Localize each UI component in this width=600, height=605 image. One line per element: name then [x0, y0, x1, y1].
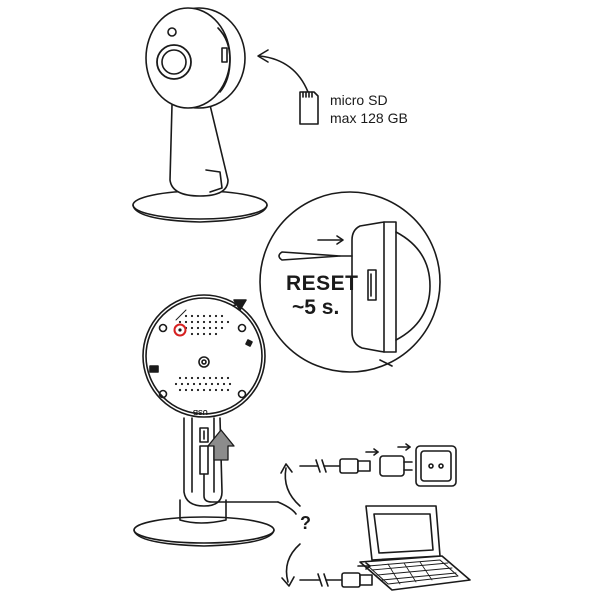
option-arrows [280, 463, 301, 587]
sd-insert-arrow [257, 49, 309, 93]
wall-socket-icon [415, 445, 457, 487]
laptop-option [299, 505, 471, 591]
camera-back-illustration [133, 294, 279, 547]
sd-card-label-line2: max 128 GB [330, 110, 408, 126]
reset-duration-label: ~5 s. [292, 296, 340, 319]
reset-hole-highlight [173, 323, 187, 337]
micro-sd-card-icon [299, 91, 319, 125]
usb-plug-in-arrow [207, 429, 235, 461]
power-cable [277, 501, 297, 515]
reset-zoom-callout [259, 191, 441, 373]
speaker-grille-bottom [174, 376, 232, 392]
power-option-question: ? [300, 513, 311, 533]
camera-front-illustration [132, 7, 268, 223]
sd-card-label-line1: micro SD [330, 92, 388, 108]
wall-adapter-option [299, 443, 457, 487]
usb-port-label: USB [193, 408, 208, 415]
reset-label: RESET [286, 272, 359, 295]
